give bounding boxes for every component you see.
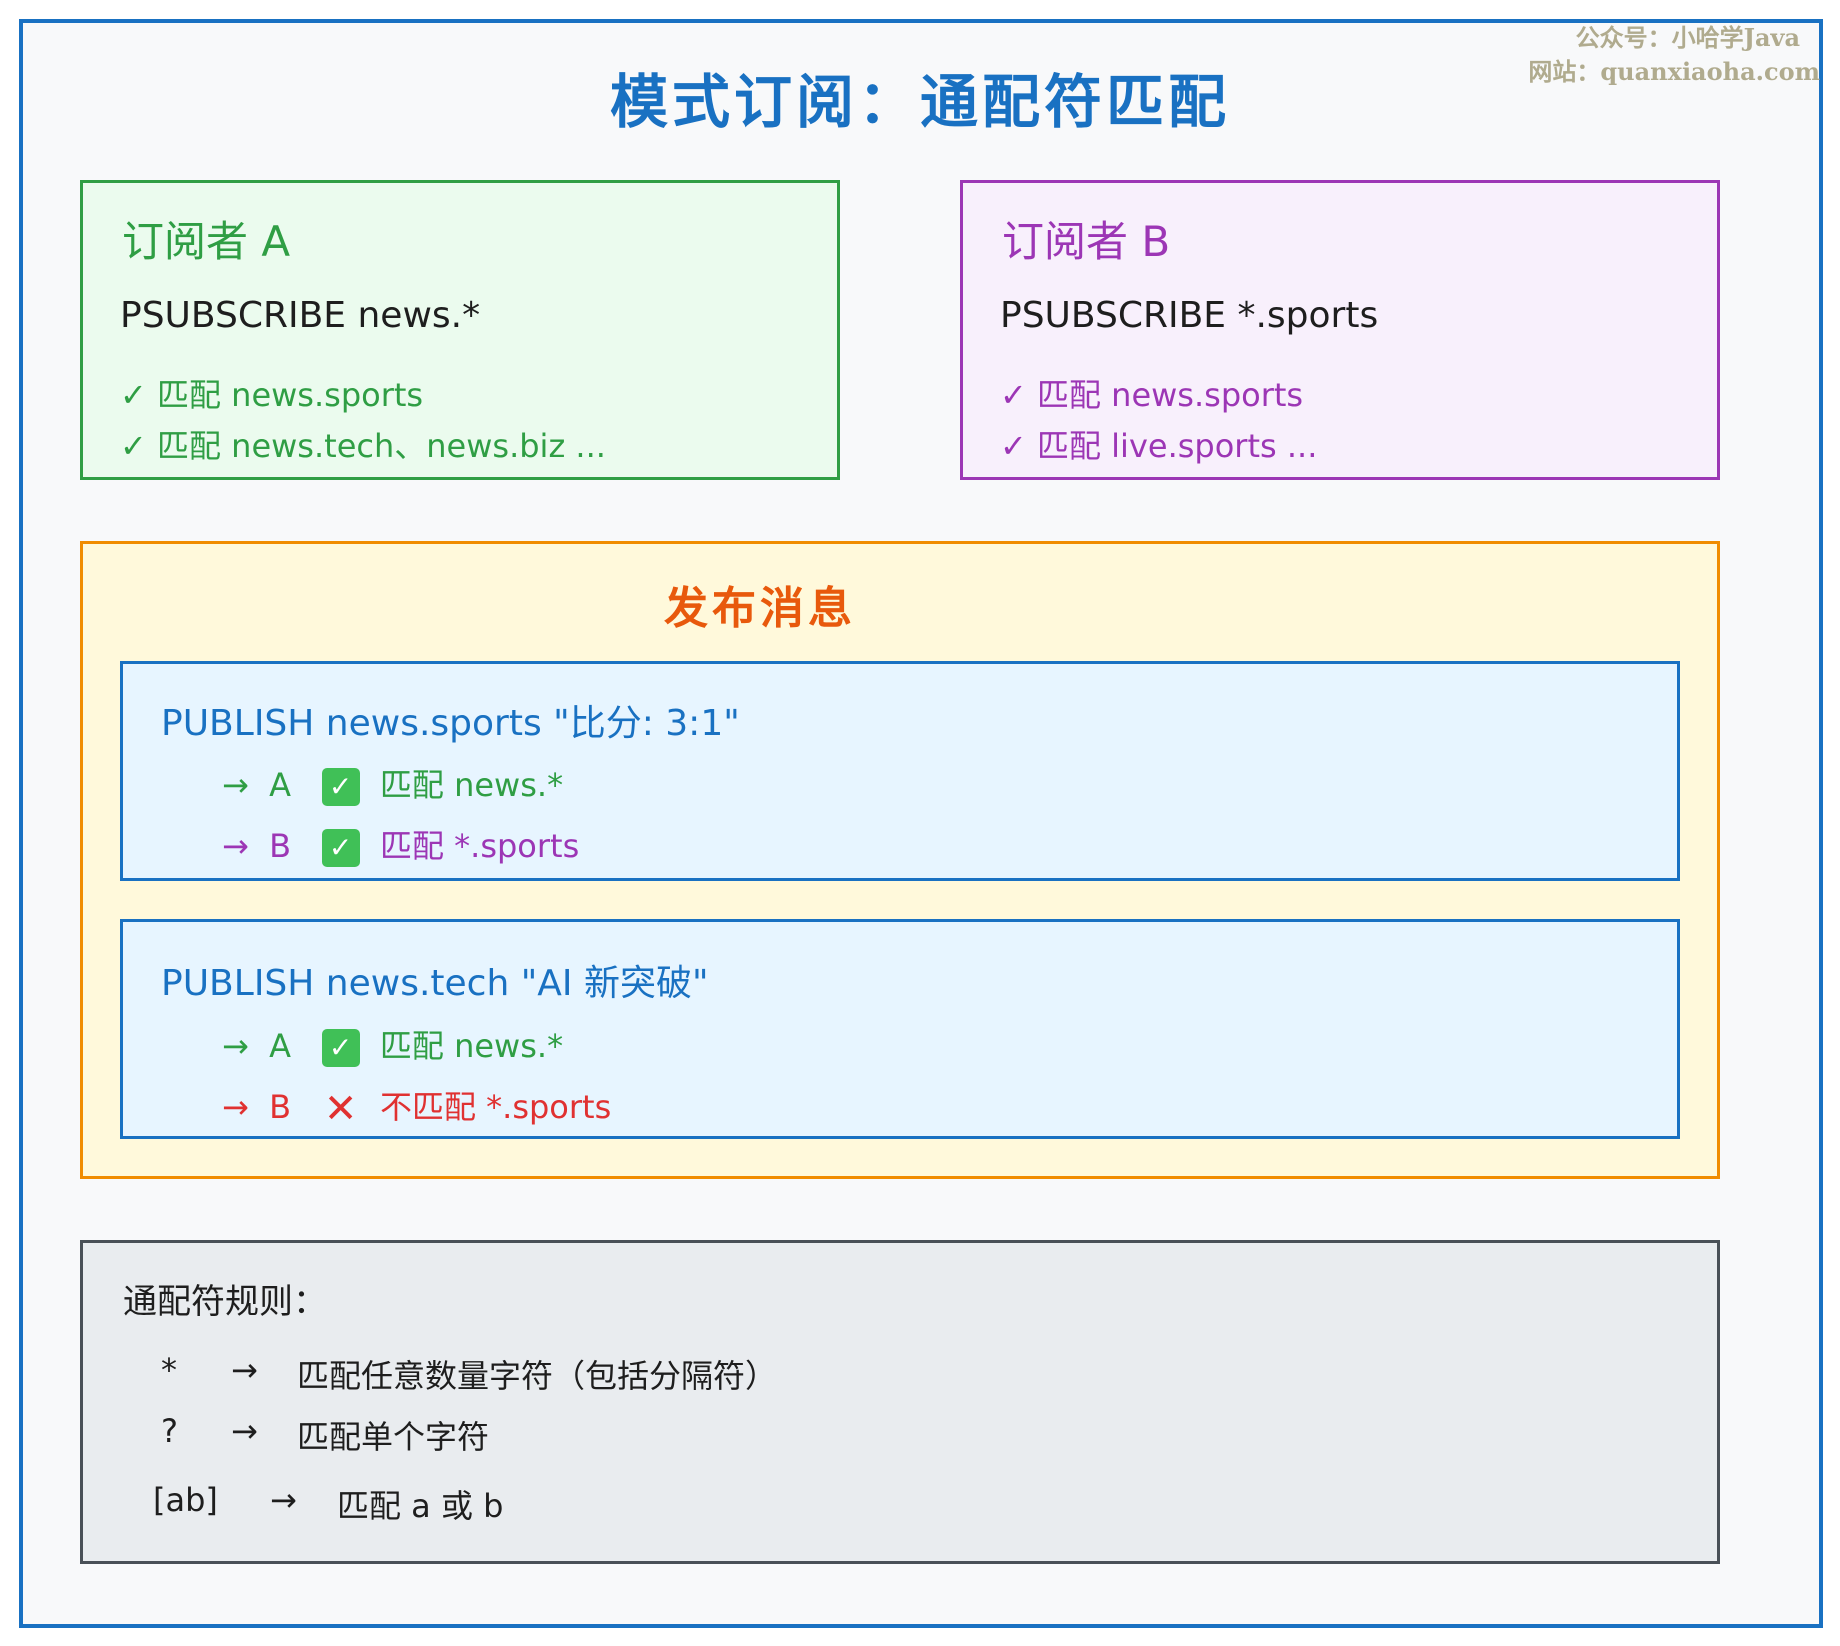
rule-symbol: * bbox=[161, 1351, 177, 1389]
arrow-icon: → bbox=[231, 1351, 258, 1389]
watermark-line2: 网站：quanxiaoha.com bbox=[1528, 57, 1820, 86]
message-result-b: → B ✓ 匹配 *.sports bbox=[222, 821, 579, 867]
check-icon: ✓ bbox=[321, 829, 360, 867]
cross-icon: ✕ bbox=[323, 1086, 358, 1132]
subscriber-b-box bbox=[960, 180, 1720, 480]
watermark-line1: 公众号：小哈学Java bbox=[1575, 23, 1800, 52]
subscriber-label: A bbox=[269, 766, 292, 804]
rules-box bbox=[80, 1240, 1720, 1564]
arrow-icon: → bbox=[222, 827, 249, 865]
rule-text: 匹配 a 或 b bbox=[337, 1487, 504, 1525]
subscriber-label: A bbox=[269, 1027, 292, 1065]
rule-text: 匹配任意数量字符（包括分隔符） bbox=[297, 1357, 778, 1395]
arrow-icon: → bbox=[270, 1481, 297, 1519]
subscriber-b-title: 订阅者 B bbox=[1002, 217, 1171, 266]
subscriber-a-match: ✓ 匹配 news.tech、news.biz ... bbox=[120, 427, 606, 465]
subscriber-b-match: ✓ 匹配 live.sports ... bbox=[1000, 427, 1318, 465]
subscriber-label: B bbox=[269, 1088, 292, 1126]
rule-symbol: ? bbox=[161, 1412, 178, 1450]
message-box bbox=[120, 661, 1680, 881]
message-command: PUBLISH news.tech "AI 新突破" bbox=[161, 963, 709, 1004]
result-text: 不匹配 *.sports bbox=[379, 1088, 612, 1126]
message-result-a: → A ✓ 匹配 news.* bbox=[222, 1021, 563, 1067]
check-icon: ✓ bbox=[321, 768, 360, 806]
publish-title: 发布消息 bbox=[664, 583, 856, 634]
rule-text: 匹配单个字符 bbox=[297, 1418, 490, 1456]
message-result-b: → B ✕ 不匹配 *.sports bbox=[222, 1082, 612, 1132]
subscriber-a-title: 订阅者 A bbox=[122, 217, 291, 266]
result-text: 匹配 news.* bbox=[379, 766, 564, 804]
arrow-icon: → bbox=[231, 1412, 258, 1450]
subscriber-a-box bbox=[80, 180, 840, 480]
message-box bbox=[120, 919, 1680, 1139]
message-command: PUBLISH news.sports "比分: 3:1" bbox=[161, 703, 740, 744]
subscriber-b-command: PSUBSCRIBE *.sports bbox=[1000, 295, 1379, 336]
subscriber-a-match: ✓ 匹配 news.sports bbox=[120, 376, 424, 414]
arrow-icon: → bbox=[222, 766, 249, 804]
rule-symbol: [ab] bbox=[153, 1481, 218, 1519]
check-icon: ✓ bbox=[321, 1029, 360, 1067]
subscriber-a-command: PSUBSCRIBE news.* bbox=[120, 295, 481, 336]
diagram-title: 模式订阅：通配符匹配 bbox=[609, 68, 1230, 136]
arrow-icon: → bbox=[222, 1088, 249, 1126]
arrow-icon: → bbox=[222, 1027, 249, 1065]
subscriber-label: B bbox=[269, 827, 292, 865]
message-result-a: → A ✓ 匹配 news.* bbox=[222, 760, 563, 806]
subscriber-b-match: ✓ 匹配 news.sports bbox=[1000, 376, 1304, 414]
result-text: 匹配 news.* bbox=[379, 1027, 564, 1065]
rules-title: 通配符规则： bbox=[123, 1282, 327, 1322]
result-text: 匹配 *.sports bbox=[379, 827, 580, 865]
